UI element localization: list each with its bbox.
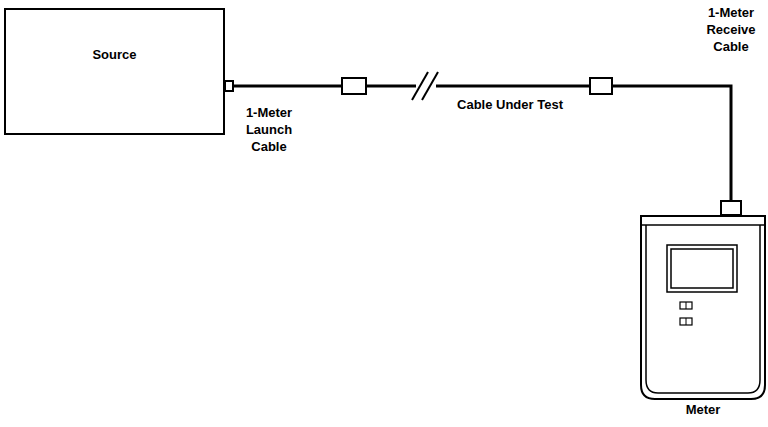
- meter-button-split: [686, 302, 687, 309]
- fiber-cable: [225, 86, 731, 215]
- cable-break-mark: [412, 72, 428, 100]
- source-port: [225, 81, 233, 91]
- meter-screen: [671, 249, 733, 288]
- meter-button: [680, 302, 692, 309]
- cable-connector: [590, 78, 612, 94]
- meter-button-split: [686, 318, 687, 325]
- cable-label: 1-Meter Receive Cable: [700, 4, 762, 55]
- source-box: Source: [4, 8, 225, 135]
- box-label: Source: [92, 46, 136, 63]
- cable-label: Cable Under Test: [440, 96, 580, 113]
- meter-ridge: [641, 224, 765, 226]
- meter-outline: [641, 216, 765, 399]
- meter-display: [667, 245, 737, 292]
- cable-connector: [342, 78, 366, 94]
- device-label: Meter: [640, 401, 766, 418]
- meter-button: [680, 318, 692, 325]
- meter-device: Meter: [640, 215, 766, 418]
- meter-inner-outline: [646, 225, 760, 393]
- meter-connector: [721, 201, 741, 215]
- meter-body: [640, 215, 766, 400]
- cable-label: 1-Meter Launch Cable: [238, 104, 300, 155]
- cable-break-mark: [422, 72, 438, 100]
